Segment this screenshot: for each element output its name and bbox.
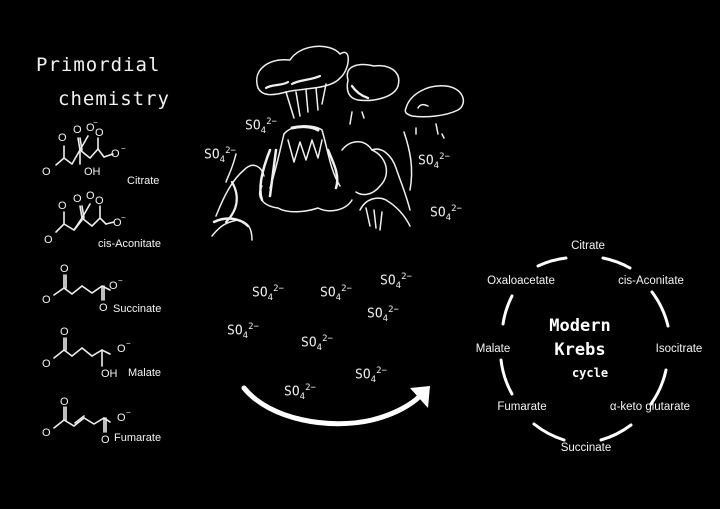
oxygen-label: O [117,343,126,355]
oh-label: OH [84,166,101,178]
molecule-name-cis-aconitate: cis-Aconitate [98,238,161,250]
krebs-intermediate-alpha-ketoglutarate: α-keto glutarate [609,401,691,413]
oxygen-label: O [42,294,51,306]
sulfate-label: SO42− [355,366,387,385]
krebs-intermediate-isocitrate: Isocitrate [655,343,703,355]
sulfate-label: SO42− [284,383,316,402]
krebs-intermediate-cis-aconitate: cis-Aconitate [618,275,684,287]
malate-structure-icon [53,337,111,367]
krebs-intermediate-fumarate: Fumarate [497,401,547,413]
citrate-structure-icon [55,135,114,166]
fumarate-structure-icon [53,406,111,433]
sulfate-label: SO42− [320,284,352,303]
molecule-name-fumarate: Fumarate [114,432,162,444]
oxygen-label: O [111,148,120,160]
krebs-title-line-3: cycle [571,366,609,380]
oh-label: OH [101,368,118,380]
krebs-title-line-2: Krebs [554,340,606,360]
charge-label: − [121,213,126,222]
sulfate-label: SO42− [245,117,277,136]
title-line-2: chemistry [58,88,170,110]
rain-cloud-icon [346,63,400,125]
oxygen-label: O [117,412,126,424]
rain-cloud-icon [256,45,349,119]
sulfate-label: SO42− [252,284,284,303]
oxygen-label: O [113,217,122,229]
sulfate-label: SO42− [430,204,462,223]
charge-label: − [93,118,98,127]
oxygen-label: O [58,200,67,212]
oxygen-label: O [44,234,53,246]
oxygen-label: O [73,124,82,136]
oxygen-label: O [60,396,69,408]
oxygen-label: O [42,427,51,439]
charge-label: − [126,339,131,348]
oxygen-label: O [99,302,108,314]
oxygen-label: O [86,190,95,202]
oxygen-label: O [42,166,51,178]
oxygen-label: O [95,127,104,139]
krebs-intermediate-succinate: Succinate [560,442,612,454]
oxygen-label: O [95,195,104,207]
krebs-intermediate-citrate: Citrate [571,240,605,252]
rain-cloud-icon [404,85,465,139]
sulfate-label: SO42− [367,305,399,324]
volcano-mountains [211,131,413,241]
molecule-name-malate: Malate [128,367,162,379]
krebs-intermediate-oxaloacetate: Oxaloacetate [487,275,555,287]
oxygen-label: O [109,280,118,292]
oxygen-label: O [60,263,69,275]
succinate-structure-icon [53,274,111,301]
charge-label: − [126,408,131,417]
molecule-name-succinate: Succinate [113,303,162,315]
oxygen-label: O [58,132,67,144]
volcano-cone [258,125,411,213]
oxygen-label: O [86,122,95,134]
molecule-name-citrate: Citrate [127,175,160,187]
title-line-1: Primordial [36,54,161,76]
oxygen-label: O [101,434,110,446]
krebs-intermediate-malate: Malate [475,343,511,355]
sulfate-label: SO42− [380,272,412,291]
cis-aconitate-structure-icon [55,203,115,233]
oxygen-label: O [60,326,69,338]
krebs-title-line-1: Modern [549,316,611,336]
oxygen-label: O [42,358,51,370]
charge-label: − [118,276,123,285]
sulfate-label: SO42− [301,334,333,353]
sulfate-label: SO42− [418,152,450,171]
sulfate-label: SO42− [204,146,236,165]
oxygen-label: O [73,193,82,205]
charge-label: − [121,144,126,153]
sulfate-label: SO42− [227,322,259,341]
